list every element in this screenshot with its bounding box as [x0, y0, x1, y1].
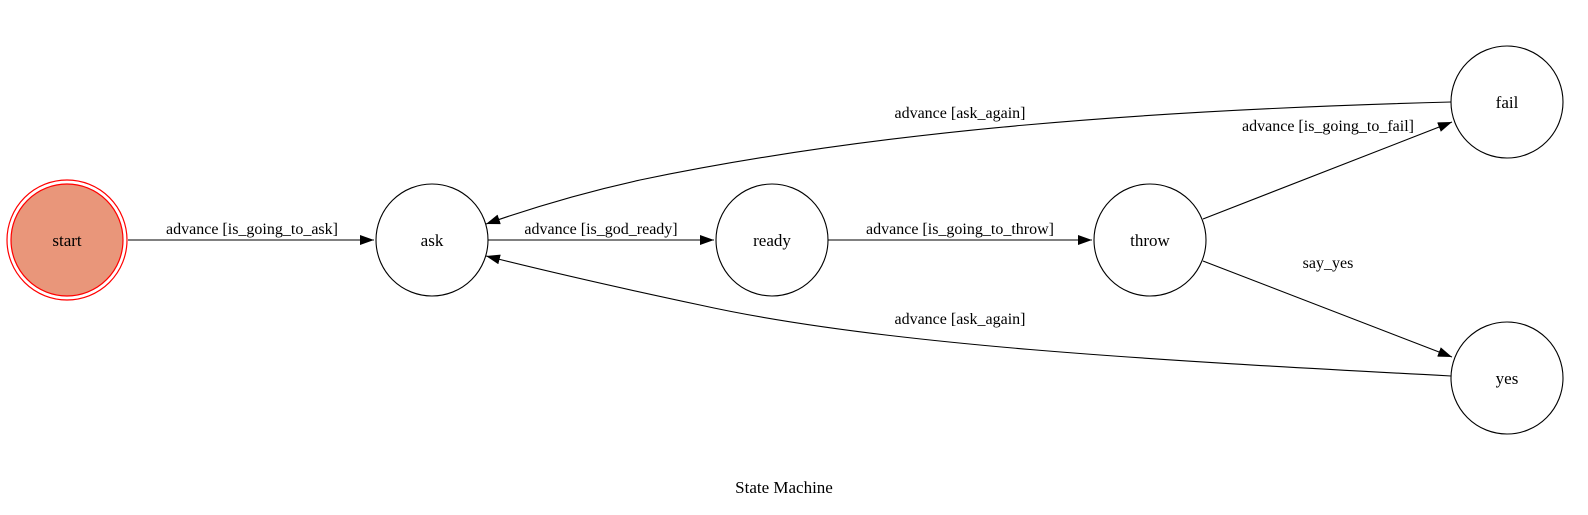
edge-label-yes-ask: advance [ask_again] — [894, 311, 1025, 328]
edge-label-fail-ask: advance [ask_again] — [894, 105, 1025, 122]
diagram-title: State Machine — [735, 478, 833, 497]
node-fail: fail — [1450, 45, 1564, 159]
node-label-start: start — [52, 231, 82, 250]
edge-throw-yes — [1202, 260, 1453, 358]
node-start: start — [6, 179, 128, 301]
edge-label-ready-throw: advance [is_going_to_throw] — [866, 221, 1054, 238]
node-label-yes: yes — [1496, 369, 1519, 388]
node-label-fail: fail — [1496, 93, 1519, 112]
edge-label-throw-yes: say_yes — [1303, 255, 1354, 272]
edge-throw-fail — [1202, 121, 1453, 220]
node-label-throw: throw — [1130, 231, 1170, 250]
edge-label-ask-ready: advance [is_god_ready] — [524, 221, 677, 238]
node-ask: ask — [375, 183, 489, 297]
edge-label-throw-fail: advance [is_going_to_fail] — [1242, 118, 1414, 135]
edge-yes-ask — [485, 254, 1452, 377]
node-yes: yes — [1450, 321, 1564, 435]
node-throw: throw — [1093, 183, 1207, 297]
edge-label-start-ask: advance [is_going_to_ask] — [166, 221, 338, 238]
node-label-ready: ready — [753, 231, 791, 250]
edge-fail-ask — [485, 101, 1452, 225]
node-label-ask: ask — [421, 231, 444, 250]
node-ready: ready — [715, 183, 829, 297]
